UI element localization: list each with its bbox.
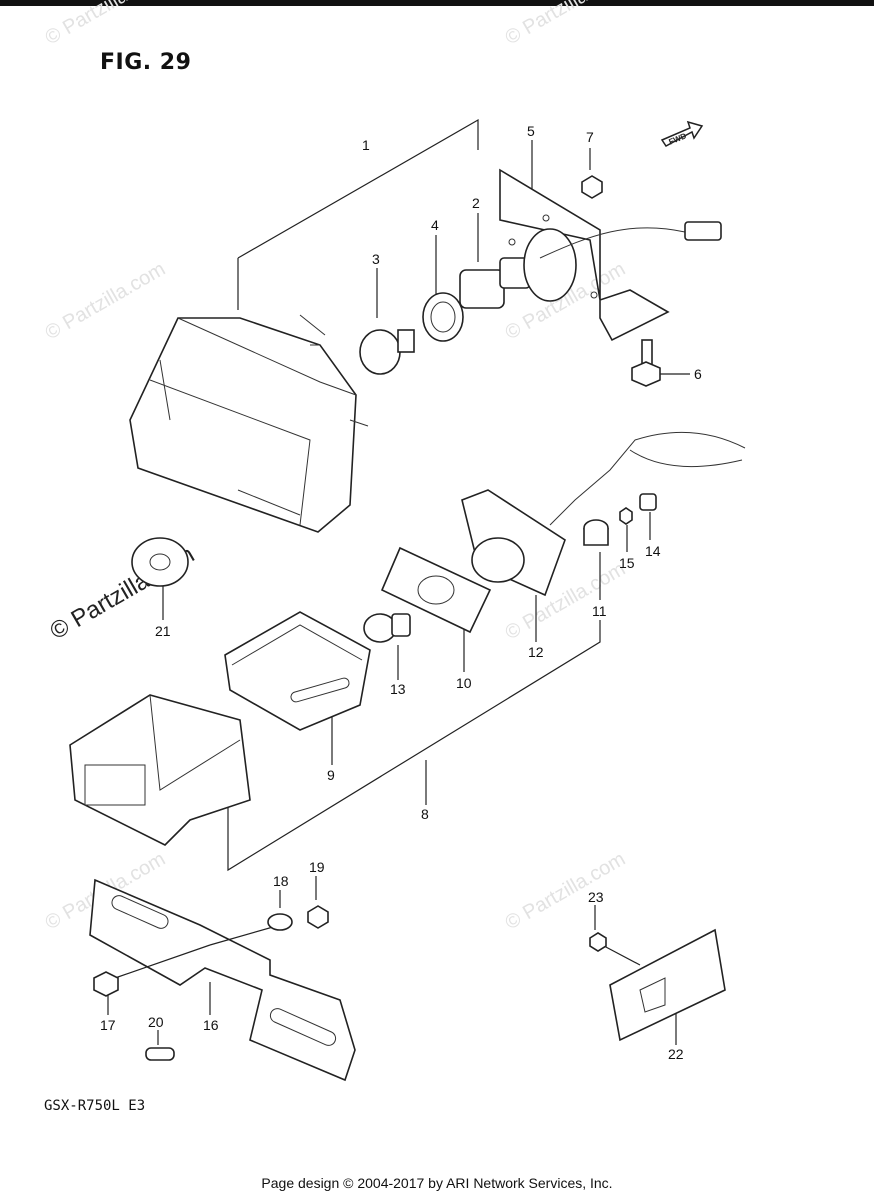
callout-17: 17 <box>100 1017 116 1033</box>
callout-11: 11 <box>592 603 607 619</box>
part-license-bulb <box>363 613 411 643</box>
part-license-bracket <box>89 878 356 1082</box>
callout-4: 4 <box>431 217 439 233</box>
part-rear-reflector <box>609 928 726 1042</box>
part-rear-combination-lamp <box>129 314 369 533</box>
callout-18: 18 <box>273 873 289 889</box>
part-socket <box>459 257 531 309</box>
part-license-gasket <box>380 546 492 634</box>
figure-title: FIG. 29 <box>100 50 192 75</box>
callout-20: 20 <box>148 1014 164 1030</box>
part-bracket-bolt <box>93 971 119 997</box>
callout-5: 5 <box>527 123 535 139</box>
callout-12: 12 <box>528 644 544 660</box>
part-license-lamp-base <box>461 431 746 597</box>
watermark: © Partzilla.com <box>502 0 630 49</box>
callout-22: 22 <box>668 1046 684 1062</box>
callout-21: 21 <box>155 623 171 639</box>
callout-14: 14 <box>645 543 661 559</box>
callout-16: 16 <box>203 1017 219 1033</box>
callout-23: 23 <box>588 889 604 905</box>
part-small-bulb <box>145 1047 175 1061</box>
top-border <box>0 0 874 6</box>
part-spacer <box>639 493 657 511</box>
part-damper <box>583 519 609 546</box>
callout-1: 1 <box>362 137 370 153</box>
part-reflector-nut <box>589 932 607 952</box>
callout-15: 15 <box>619 555 635 571</box>
part-license-lamp-housing <box>69 694 251 846</box>
callout-9: 9 <box>327 767 335 783</box>
watermark: © Partzilla.com <box>502 848 630 934</box>
model-code: GSX-R750L E3 <box>44 1098 146 1114</box>
page-footer: Page design © 2004-2017 by ARI Network S… <box>261 1175 613 1191</box>
callout-19: 19 <box>309 859 325 875</box>
callout-10: 10 <box>456 675 472 691</box>
callout-13: 13 <box>390 681 406 697</box>
part-bracket-nut <box>307 905 329 929</box>
part-bulb <box>359 329 415 375</box>
watermark: © Partzilla.com <box>42 258 170 344</box>
callout-3: 3 <box>372 251 380 267</box>
part-lamp-bracket <box>499 168 722 342</box>
callout-8: 8 <box>421 806 429 822</box>
forward-arrow-icon: FWD <box>660 120 704 147</box>
part-washer <box>619 507 633 525</box>
part-bracket-washer <box>267 913 293 931</box>
part-license-lamp-lens <box>224 611 371 731</box>
callout-2: 2 <box>472 195 480 211</box>
callout-6: 6 <box>694 366 702 382</box>
part-nut <box>581 175 603 199</box>
callout-labels: 1 2 3 4 5 6 7 8 9 10 11 12 13 14 15 16 1… <box>100 123 702 1062</box>
part-grommet <box>131 537 189 587</box>
part-gasket <box>422 292 464 342</box>
callout-7: 7 <box>586 129 594 145</box>
part-bolt <box>631 339 661 387</box>
fwd-label: FWD <box>667 131 687 146</box>
watermark: © Partzilla.com <box>42 0 170 49</box>
